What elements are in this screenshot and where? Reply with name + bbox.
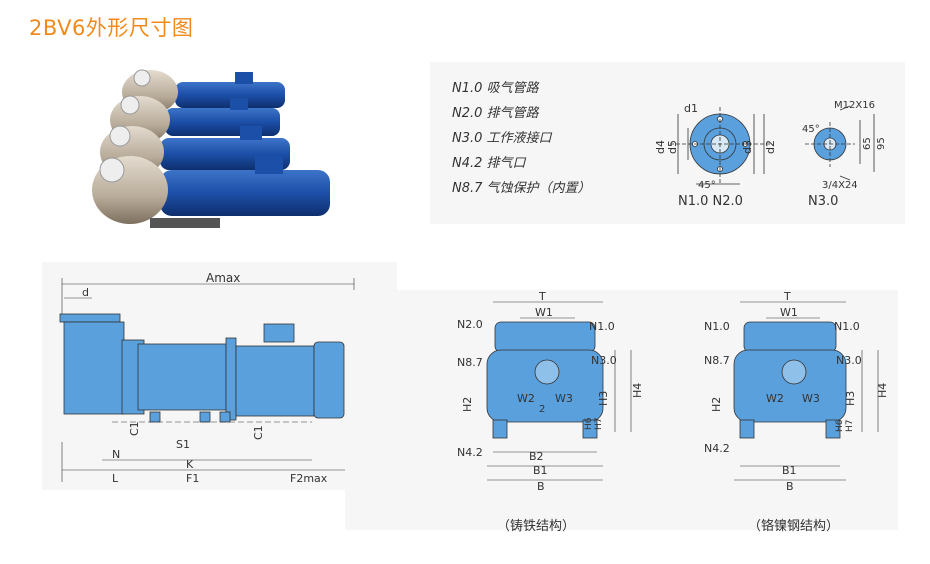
cast-iron-label: N4.2 <box>457 446 483 459</box>
steel-label: B <box>786 480 794 493</box>
cast-iron-label: N1.0 <box>589 320 615 333</box>
side-label: C1 <box>252 425 265 440</box>
flange-label: d5 <box>666 140 679 154</box>
legend-item: N4.2 排气口 <box>452 156 526 171</box>
cast-iron-label: W3 <box>555 392 573 405</box>
pump-photo <box>92 69 330 228</box>
side-elevation-diagram: Amax d C1 S1 N K L F1 F2max H1 C1 <box>59 271 387 485</box>
cast-iron-label: W2 <box>517 392 535 405</box>
steel-label: N1.0 <box>704 320 730 333</box>
legend-item: N8.7 气蚀保护（内置） <box>452 181 591 196</box>
side-label: Amax <box>206 271 240 285</box>
legend-item: N2.0 排气管路 <box>452 106 539 121</box>
steel-label: W3 <box>802 392 820 405</box>
steel-label: N4.2 <box>704 442 730 455</box>
cast-iron-label: T <box>538 290 546 303</box>
cast-iron-label: H6 <box>584 417 594 430</box>
cast-iron-label: B1 <box>533 464 548 477</box>
cast-iron-label: 2 <box>539 404 545 415</box>
connection-legend: N1.0 吸气管路 N2.0 排气管路 N3.0 工作液接口 N4.2 排气口 … <box>452 76 591 201</box>
n3-label: M12X16 <box>834 100 875 111</box>
cast-iron-front-diagram: T W1 N2.0 N1.0 N8.7 N3.0 H2 W2 W3 H3 H6 … <box>457 290 644 493</box>
cast-iron-label: B2 <box>529 450 544 463</box>
cast-iron-label: N8.7 <box>457 356 483 369</box>
n3-label: 65 <box>862 137 873 150</box>
cast-iron-label: H2 <box>461 397 474 412</box>
steel-caption: （铬镍钢结构） <box>748 519 840 534</box>
side-label: F2max <box>290 472 328 485</box>
side-label: S1 <box>176 438 190 451</box>
steel-label: N1.0 <box>834 320 860 333</box>
cast-iron-label: H4 <box>631 383 644 398</box>
cast-iron-label: W1 <box>535 306 553 319</box>
steel-label: W1 <box>780 306 798 319</box>
flange-label: d1 <box>684 102 698 115</box>
steel-label: N3.0 <box>836 354 862 367</box>
cast-iron-label: N2.0 <box>457 318 483 331</box>
n3-label: 45° <box>802 124 820 135</box>
steel-label: H6 <box>835 419 845 432</box>
flange-label: d3 <box>741 140 754 154</box>
n3-label: 95 <box>876 137 887 150</box>
side-label: K <box>186 458 194 471</box>
cast-iron-label: B <box>537 480 545 493</box>
steel-front-diagram: T W1 N1.0 N1.0 N8.7 N3.0 H2 W2 W3 H3 H6 … <box>704 290 889 493</box>
cast-iron-label: H7 <box>594 418 604 431</box>
side-label: N <box>112 448 120 461</box>
flange-label: d2 <box>764 140 777 154</box>
steel-label: H2 <box>710 397 723 412</box>
legend-item: N3.0 工作液接口 <box>452 131 552 146</box>
flange-caption: N1.0 N2.0 <box>678 194 743 209</box>
steel-label: H3 <box>844 391 857 406</box>
cast-iron-caption: （铸铁结构） <box>497 519 576 534</box>
flange-label: 45° <box>698 180 716 191</box>
steel-label: N8.7 <box>704 354 730 367</box>
side-label: d <box>82 286 89 299</box>
side-label: F1 <box>186 472 199 485</box>
page-title: 2BV6外形尺寸图 <box>29 16 194 40</box>
side-label: C1 <box>128 421 141 436</box>
steel-label: W2 <box>766 392 784 405</box>
n3-caption: N3.0 <box>808 194 838 209</box>
pump-unit-4 <box>92 156 330 228</box>
side-label: L <box>112 472 119 485</box>
steel-label: T <box>783 290 791 303</box>
steel-label: B1 <box>782 464 797 477</box>
cast-iron-label: H3 <box>597 391 610 406</box>
cast-iron-label: N3.0 <box>591 354 617 367</box>
legend-item: N1.0 吸气管路 <box>452 81 539 96</box>
flange-label: d4 <box>654 140 667 154</box>
steel-label: H7 <box>845 420 855 433</box>
steel-label: H4 <box>876 383 889 398</box>
n3-label: 3/4X24 <box>822 180 858 191</box>
flange-detail-diagram: d1 d4 d5 d3 d2 45° N1.0 N2.0 M12X16 45° … <box>654 100 887 209</box>
